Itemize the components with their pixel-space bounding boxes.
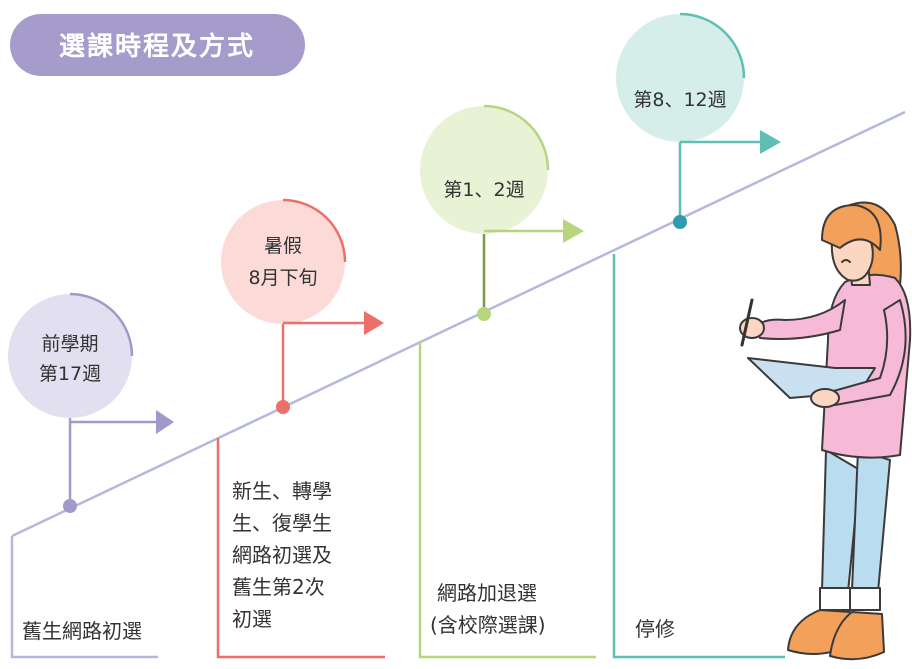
stage-2-circle-line-2: 8月下旬 xyxy=(248,267,317,289)
stage-2-desc-line-2: 生、復學生 xyxy=(232,511,332,535)
stage-3-dot xyxy=(477,307,491,321)
stage-3-desc-line-1: 網路加退選 xyxy=(437,581,537,605)
stage-4-dot xyxy=(673,215,687,229)
stage-4-bracket xyxy=(612,254,785,659)
stage-2-dot xyxy=(276,400,290,414)
stage-2-desc-line-5: 初選 xyxy=(232,607,272,631)
stage-4-circle-line-1: 第8、12週 xyxy=(633,89,726,111)
stage-3-desc-line-2: (含校際選課) xyxy=(430,613,546,637)
stage-1-circle xyxy=(8,294,132,418)
right-hand xyxy=(810,388,840,408)
pen xyxy=(740,298,754,347)
stage-1-dot xyxy=(63,499,77,513)
stage-1: 前學期 第17週 舊生網路初選 xyxy=(8,292,174,659)
stage-3-arrowhead xyxy=(563,219,584,243)
stage-4-circle xyxy=(616,14,744,142)
stage-4: 第8、12週 停修 xyxy=(612,12,785,659)
stage-2-arrowhead xyxy=(364,311,384,335)
stage-1-circle-arc xyxy=(69,292,134,357)
left-sock xyxy=(819,587,851,611)
stage-2-desc-line-3: 網路初選及 xyxy=(232,543,332,567)
title-background xyxy=(10,14,305,76)
right-shoe xyxy=(829,611,885,661)
stage-3-circle xyxy=(420,106,548,234)
title-pill: 選課時程及方式 xyxy=(10,14,305,76)
stage-4-circle-arc xyxy=(679,12,746,79)
stage-2-desc-line-1: 新生、轉學 xyxy=(232,479,332,503)
woman-illustration xyxy=(739,201,912,661)
stage-3-circle-line-1: 第1、2週 xyxy=(443,179,524,201)
right-sock xyxy=(849,587,881,611)
stage-2-circle-arc xyxy=(282,198,347,263)
stage-2-desc-line-4: 舊生第2次 xyxy=(232,575,325,599)
stage-2: 暑假 8月下旬 新生、轉學 生、復學生 網路初選及 舊生第2次 初選 xyxy=(216,198,385,659)
stage-1-arrowhead xyxy=(156,410,174,434)
stage-2-bracket xyxy=(216,438,385,659)
stage-1-circle-line-1: 前學期 xyxy=(41,333,98,355)
stage-3-bracket xyxy=(418,342,596,659)
stage-1-circle-line-2: 第17週 xyxy=(39,363,101,385)
stage-2-circle xyxy=(221,200,345,324)
stage-3-circle-arc xyxy=(483,104,550,171)
hair-front xyxy=(821,204,882,251)
timeline-line xyxy=(11,110,906,538)
stage-1-bracket xyxy=(10,536,158,659)
eye xyxy=(841,259,851,263)
stage-4-arrowhead xyxy=(760,130,781,154)
stage-1-desc-line-1: 舊生網路初選 xyxy=(22,619,142,643)
stage-2-circle-line-1: 暑假 xyxy=(264,235,302,257)
stage-3: 第1、2週 網路加退選 (含校際選課) xyxy=(418,104,596,659)
right-leg xyxy=(851,449,891,593)
page-title: 選課時程及方式 xyxy=(59,31,255,62)
stage-4-desc-line-1: 停修 xyxy=(635,617,675,641)
